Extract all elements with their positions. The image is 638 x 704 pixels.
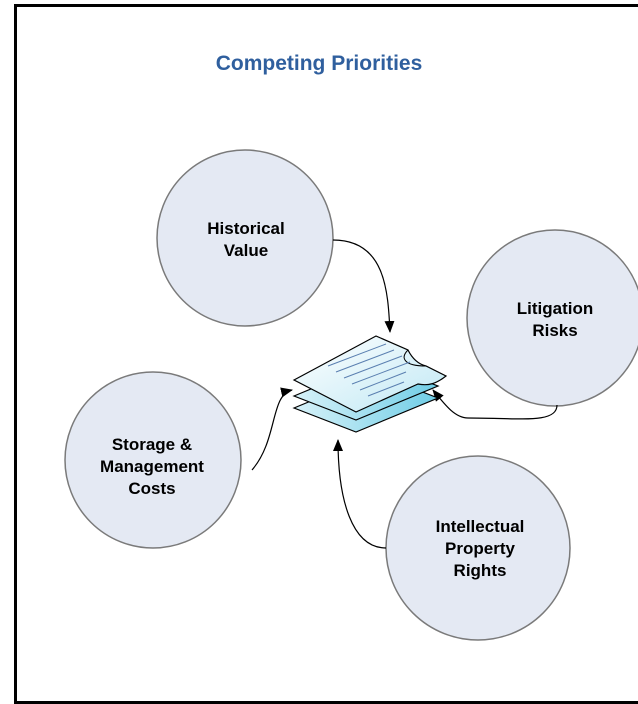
document-stack-icon xyxy=(292,335,448,433)
arrow-litigation-to-documents xyxy=(432,389,558,420)
priorities-diagram xyxy=(64,149,638,641)
diagram-title: Competing Priorities xyxy=(215,52,423,75)
historical-value-circle xyxy=(156,149,334,327)
litigation-risks-label: Litigation Risks xyxy=(516,299,594,340)
intellectual-property-label: Intellectual Property Rights xyxy=(435,517,525,580)
storage-costs-label: Storage & Management Costs xyxy=(100,435,204,498)
historical-value-label: Historical Value xyxy=(207,219,285,260)
arrow-ip-to-documents xyxy=(333,439,387,549)
arrow-storage-to-documents xyxy=(251,387,293,471)
arrow-historical-to-documents xyxy=(332,239,395,333)
storage-costs-circle xyxy=(64,371,242,549)
litigation-risks-circle xyxy=(466,229,638,407)
